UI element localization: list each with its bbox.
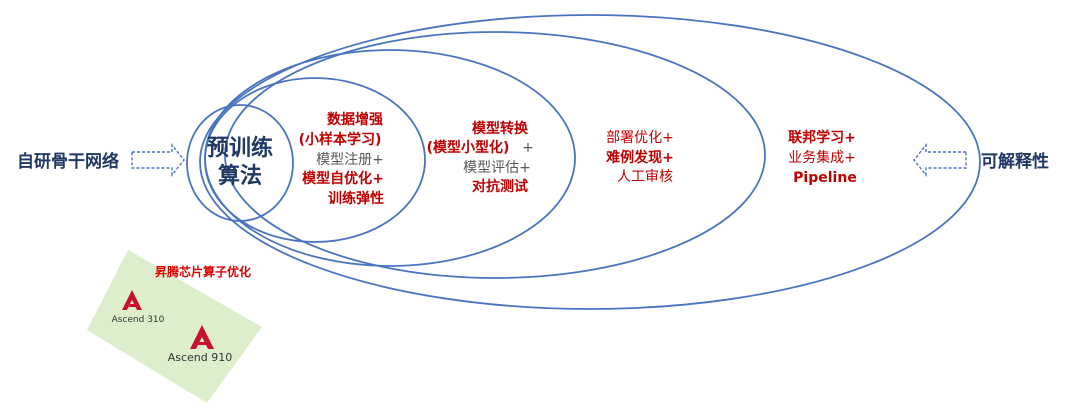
core-line-2: 算法 bbox=[218, 163, 262, 189]
layer1-line-3: 模型注册+ bbox=[316, 152, 384, 168]
layer3-line-1: 部署优化+ bbox=[606, 130, 674, 146]
ellipse-core bbox=[186, 104, 294, 222]
layer2-line-2b: + bbox=[522, 140, 534, 156]
ascend-logo-icon bbox=[122, 290, 142, 310]
badge-background bbox=[87, 250, 262, 403]
badge-title: 昇腾芯片算子优化 bbox=[155, 264, 251, 279]
layer4-line-3: Pipeline bbox=[793, 170, 857, 186]
logo-1-label: Ascend 310 bbox=[112, 315, 165, 325]
logo-2-label: Ascend 910 bbox=[168, 351, 233, 364]
layer3-line-3: 人工审核 bbox=[617, 169, 673, 185]
layer4-line-2: 业务集成+ bbox=[788, 149, 856, 166]
layer4-line-1: 联邦学习+ bbox=[788, 129, 856, 146]
layer1-line-2: (小样本学习) bbox=[299, 131, 382, 148]
ellipse-layer-3 bbox=[224, 31, 766, 279]
core-line-1: 预训练 bbox=[207, 135, 273, 161]
layer2-line-3: 模型评估+ bbox=[463, 160, 531, 176]
ellipse-layer-4 bbox=[199, 14, 981, 310]
right-label: 可解释性 bbox=[981, 151, 1049, 172]
layer2-line-4: 对抗测试 bbox=[472, 178, 528, 195]
layer1-line-5: 训练弹性 bbox=[328, 190, 384, 207]
layer3-line-2: 难例发现+ bbox=[605, 149, 674, 166]
layer2-line-1: 模型转换 bbox=[472, 120, 529, 137]
left-dashed-arrow bbox=[131, 143, 185, 177]
layer1-line-4: 模型自优化+ bbox=[302, 170, 384, 187]
right-dashed-arrow bbox=[913, 143, 967, 177]
ellipse-layer-1 bbox=[204, 77, 426, 243]
left-label: 自研骨干网络 bbox=[17, 151, 119, 172]
layer2-line-2a: (模型小型化) bbox=[427, 139, 510, 156]
layer1-line-1: 数据增强 bbox=[327, 111, 383, 128]
ascend-logo-icon bbox=[190, 325, 214, 349]
ascend-badge: 昇腾芯片算子优化 Ascend 310 Ascend 910 bbox=[87, 250, 262, 403]
